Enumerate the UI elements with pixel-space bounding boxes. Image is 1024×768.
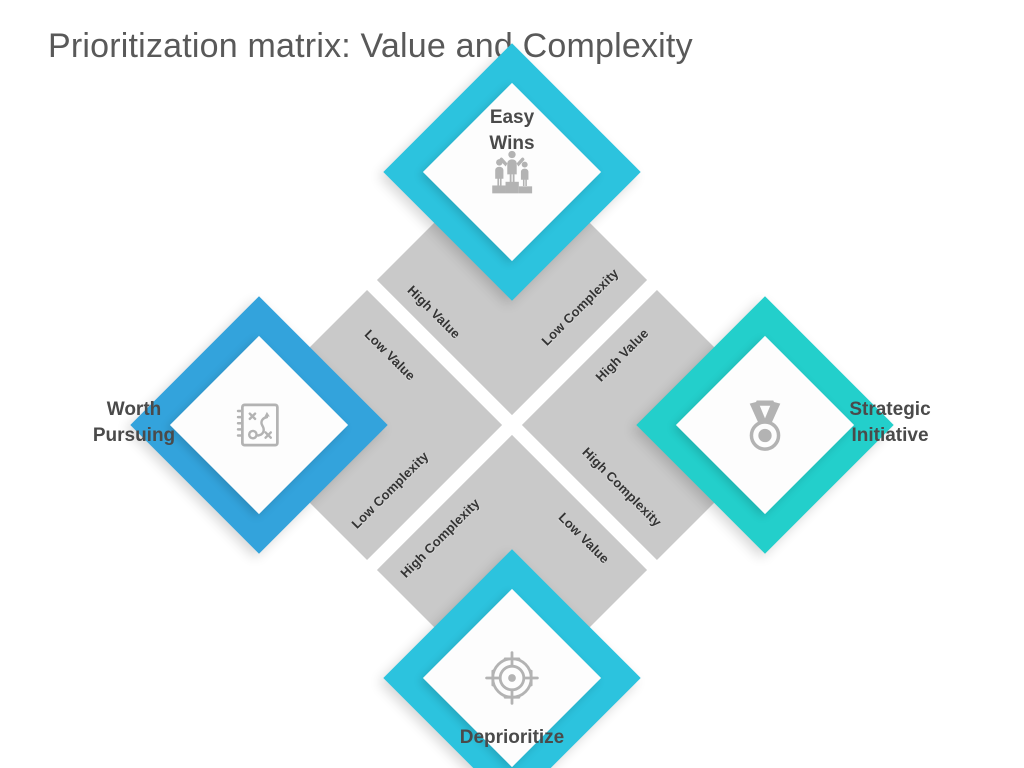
corner-label-worth-pursuing: Worth Pursuing bbox=[92, 399, 176, 446]
quadrant-node-easy-wins[interactable] bbox=[383, 43, 641, 301]
quadrant-node-worth-pursuing[interactable] bbox=[130, 296, 388, 554]
podium-winners-icon bbox=[484, 144, 540, 200]
page-title: Prioritization matrix: Value and Complex… bbox=[48, 27, 693, 65]
quadrant-node-deprioritize[interactable] bbox=[383, 549, 641, 768]
quadrant-node-strategic-initiative[interactable] bbox=[636, 296, 894, 554]
medal-icon bbox=[737, 397, 793, 453]
crosshair-target-icon bbox=[484, 650, 540, 706]
corner-label-strategic-initiative: Strategic Initiative bbox=[849, 399, 931, 446]
corner-label-deprioritize: Deprioritize bbox=[459, 727, 565, 748]
strategy-playbook-icon bbox=[231, 397, 287, 453]
corner-label-easy-wins: Easy Wins bbox=[489, 107, 535, 154]
